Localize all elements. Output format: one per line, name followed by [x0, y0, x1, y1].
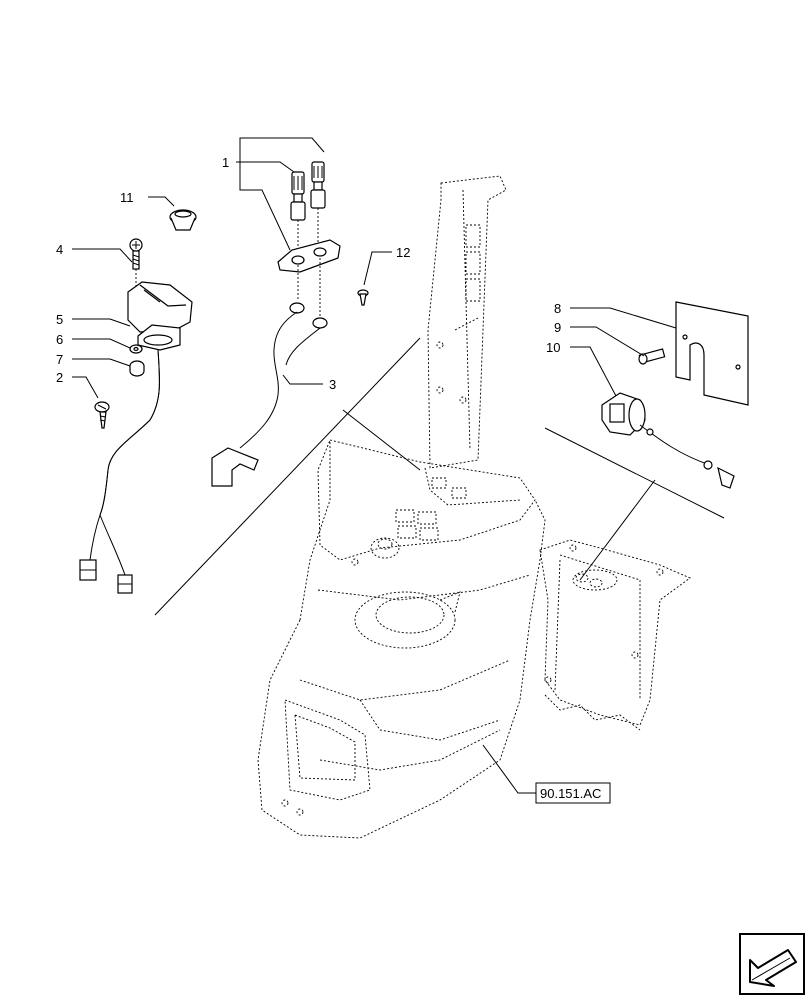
next-page-arrow-icon[interactable]: [739, 933, 805, 995]
callout-8: 8: [554, 301, 561, 316]
callout-4: 4: [56, 242, 63, 257]
floor-oval-recess: [354, 591, 461, 649]
callout-5: 5: [56, 312, 63, 327]
part-12-screw: [357, 289, 369, 306]
part-10-socket-with-cable: [601, 392, 735, 489]
cab-console-body: [257, 175, 691, 839]
console-switch-panel: [395, 477, 467, 541]
part-1-connectors: [277, 161, 341, 318]
column-slots: [465, 224, 481, 302]
callout-6: 6: [56, 332, 63, 347]
part-9-screw: [638, 348, 666, 365]
guide-lines: [154, 337, 725, 616]
socket-cable-harness: [79, 349, 160, 594]
part-7-nut: [129, 360, 145, 377]
callout-labels: 1 2 3 4 5 6 7 8 9 10 11 12: [56, 155, 561, 392]
reference-box[interactable]: 90.151.AC: [535, 782, 611, 804]
callout-3: 3: [329, 377, 336, 392]
callout-9: 9: [554, 320, 561, 335]
part-6-washer: [129, 344, 143, 354]
callout-1: 1: [222, 155, 229, 170]
leader-lines: [72, 137, 677, 794]
part-4-screw: [129, 238, 143, 295]
part-3-harness: [211, 302, 328, 487]
callout-11: 11: [120, 190, 134, 205]
part-8-bracket-plate: [675, 301, 749, 406]
part-2-screw: [94, 401, 110, 429]
callout-12: 12: [396, 245, 410, 260]
callout-2: 2: [56, 370, 63, 385]
part-5-socket-bracket: [127, 281, 193, 351]
callout-7: 7: [56, 352, 63, 367]
part-11-plug-cap: [169, 209, 197, 231]
callout-10: 10: [546, 340, 560, 355]
reference-label[interactable]: 90.151.AC: [540, 786, 601, 801]
